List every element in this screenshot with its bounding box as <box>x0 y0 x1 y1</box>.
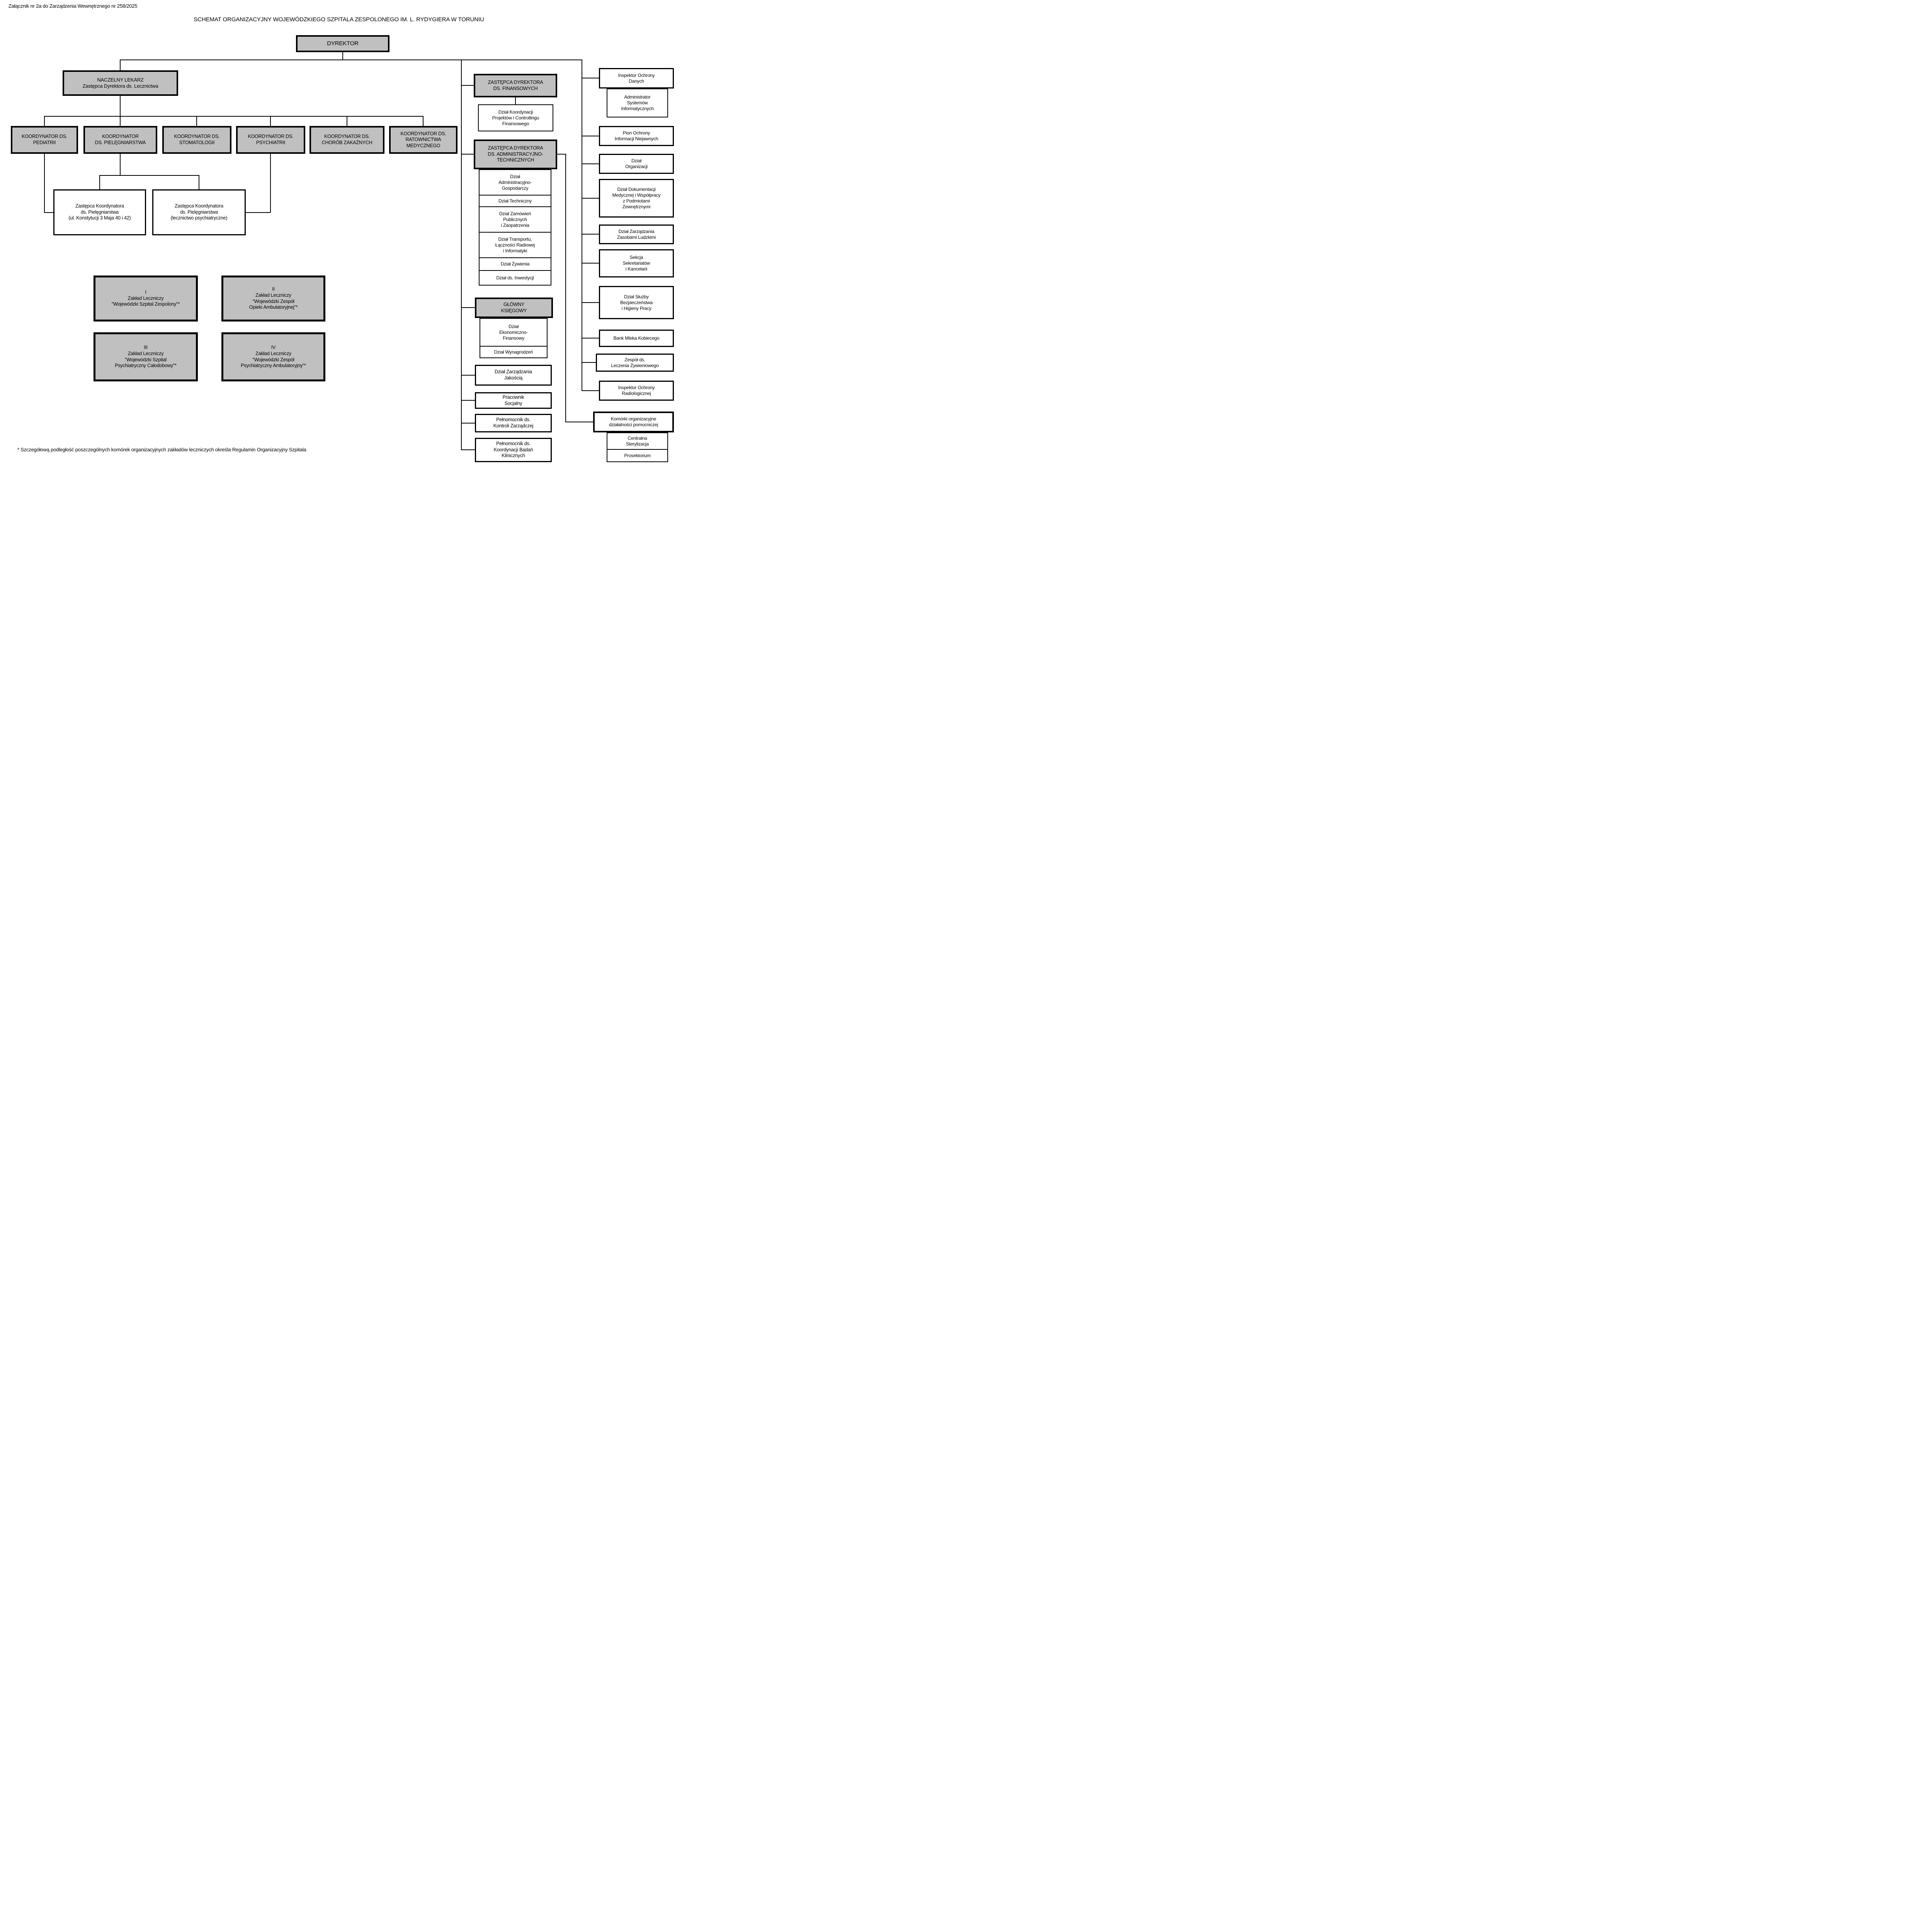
connector <box>120 96 121 116</box>
box-coordinator-infectious-diseases: KOORDYNATOR DS. CHORÓB ZAKAŹNYCH <box>310 126 384 154</box>
box-coordinator-emergency-medicine: KOORDYNATOR DS. RATOWNICTWA MEDYCZNEGO <box>389 126 457 154</box>
box-coordinator-psychiatry: KOORDYNATOR DS. PSYCHIATRII <box>236 126 305 154</box>
box-admin-unit-nutrition: Dział Żywienia <box>479 257 551 271</box>
box-facility-1: I Zakład Leczniczy "Wojewódzki Szpital Z… <box>94 276 198 321</box>
box-prosectorium: Prosektorium <box>607 449 668 462</box>
box-social-worker: Pracownik Socjalny <box>475 392 552 409</box>
connector <box>582 163 599 164</box>
connector <box>342 52 343 60</box>
connector <box>100 175 199 176</box>
connector <box>582 234 599 235</box>
connector <box>44 212 53 213</box>
box-facility-2: II Zakład Leczniczy "Wojewódzki Zespół O… <box>221 276 325 321</box>
connector <box>120 154 121 175</box>
box-nutritional-treatment: Zespół ds. Leczenia Żywieniowego <box>596 354 674 372</box>
box-management-control: Pełnomocnik ds. Kontroli Zarządczej <box>475 414 552 432</box>
box-chief-physician: NACZELNY LEKARZ Zastępca Dyrektora ds. L… <box>63 70 178 96</box>
box-finance-deputy: ZASTĘPCA DYREKTORA DS. FINANSOWYCH <box>474 74 557 97</box>
box-facility-3: III Zakład Leczniczy "Wojewódzki Szpital… <box>94 332 198 381</box>
box-facility-4: IV Zakład Leczniczy "Wojewódzki Zespół P… <box>221 332 325 381</box>
connector <box>270 154 271 213</box>
box-admin-unit-investments: Dział ds. Inwestycji <box>479 270 551 286</box>
box-admin-deputy: ZASTĘPCA DYREKTORA DS. ADMINISTRACYJNO- … <box>474 139 557 169</box>
connector <box>461 307 475 308</box>
box-accounting-unit-payroll: Dział Wynagrodzeń <box>480 346 548 358</box>
connector <box>196 116 197 126</box>
attachment-note: Załącznik nr 2a do Zarządzenia Wewnętrzn… <box>9 3 138 9</box>
connector <box>44 154 45 213</box>
box-coordinator-pediatrics: KOORDYNATOR DS. PEDIATRII <box>11 126 78 154</box>
org-chart-page: Załącznik nr 2a do Zarządzenia Wewnętrzn… <box>0 0 678 479</box>
connector <box>582 302 599 303</box>
box-milk-bank: Bank Mleka Kobiecego <box>599 330 674 347</box>
box-accounting-unit-economic-financial: Dział Ekonomiczno- Finansowy <box>480 318 548 347</box>
connector <box>515 97 516 104</box>
box-deputy-nursing-konstytucji: Zastępca Koordynatora ds. Pielęgniarstwa… <box>53 189 146 235</box>
connector <box>120 116 121 126</box>
connector <box>582 362 596 363</box>
connector <box>120 60 121 70</box>
box-data-protection-officer: Inspektor Ochrony Danych <box>599 68 674 88</box>
connector <box>270 116 271 126</box>
box-central-sterilization: Centralna Sterylizacja <box>607 432 668 450</box>
box-organization: Dział Organizacji <box>599 154 674 174</box>
box-hr: Dział Zarządzania Zasobami Ludzkimi <box>599 225 674 244</box>
box-clinical-trials: Pełnomocnik ds. Koordynacji Badań Klinic… <box>475 438 552 462</box>
footnote: * Szczegółową podległość poszczególnych … <box>17 447 306 452</box>
page-title: SCHEMAT ORGANIZACYJNY WOJEWÓDZKIEGO SZPI… <box>194 16 484 23</box>
connector <box>246 212 270 213</box>
box-deputy-nursing-psychiatric: Zastępca Koordynatora ds. Pielęgniarstwa… <box>152 189 246 235</box>
box-chief-accountant: GŁÓWNY KSIĘGOWY <box>475 298 553 318</box>
box-projects-controlling-unit: Dział Koordynacji Projektów i Controllin… <box>478 104 553 131</box>
connector <box>44 116 45 126</box>
connector <box>582 198 599 199</box>
connector <box>461 449 475 450</box>
box-coordinator-nursing: KOORDYNATOR DS. PIELĘGNIARSTWA <box>83 126 157 154</box>
box-secretariats: Sekcja Sekretariatów i Kancelarii <box>599 249 674 277</box>
box-medical-documentation: Dział Dokumentacji Medycznej i Współprac… <box>599 179 674 218</box>
connector <box>461 423 475 424</box>
connector <box>582 263 599 264</box>
box-admin-unit-technical: Dział Techniczny <box>479 195 551 207</box>
box-admin-unit-transport-radio-it: Dział Transportu, Łączności Radiowej i I… <box>479 232 551 258</box>
connector <box>461 375 475 376</box>
box-auxiliary-units: Komórki organizacyjne działalności pomoc… <box>593 412 674 432</box>
box-director: DYREKTOR <box>296 35 389 52</box>
box-it-systems-admin: Administrator Systemów Informatycznych <box>607 88 668 117</box>
box-classified-info: Pion Ochrony Informacji Niejawnych <box>599 126 674 146</box>
connector <box>461 154 474 155</box>
connector-auxiliary-trunk <box>565 154 566 422</box>
connector-coordinator-bus <box>44 116 423 117</box>
box-osh: Dział Służby Bezpieczeństwa i Higieny Pr… <box>599 286 674 319</box>
connector <box>461 85 474 86</box>
box-admin-unit-administrative-economic: Dział Administracyjno- Gospodarczy <box>479 169 551 196</box>
connector <box>99 175 100 189</box>
box-quality-management: Dział Zarządzania Jakością <box>475 365 552 386</box>
box-admin-unit-procurement-supply: Dział Zamówień Publicznych i Zaopatrzeni… <box>479 206 551 233</box>
connector <box>461 400 475 401</box>
connector-middle-trunk <box>461 60 462 450</box>
box-radiological-protection: Inspektor Ochrony Radiologicznej <box>599 381 674 401</box>
connector <box>582 390 599 391</box>
box-coordinator-dentistry: KOORDYNATOR DS. STOMATOLOGII <box>162 126 231 154</box>
connector <box>557 154 566 155</box>
